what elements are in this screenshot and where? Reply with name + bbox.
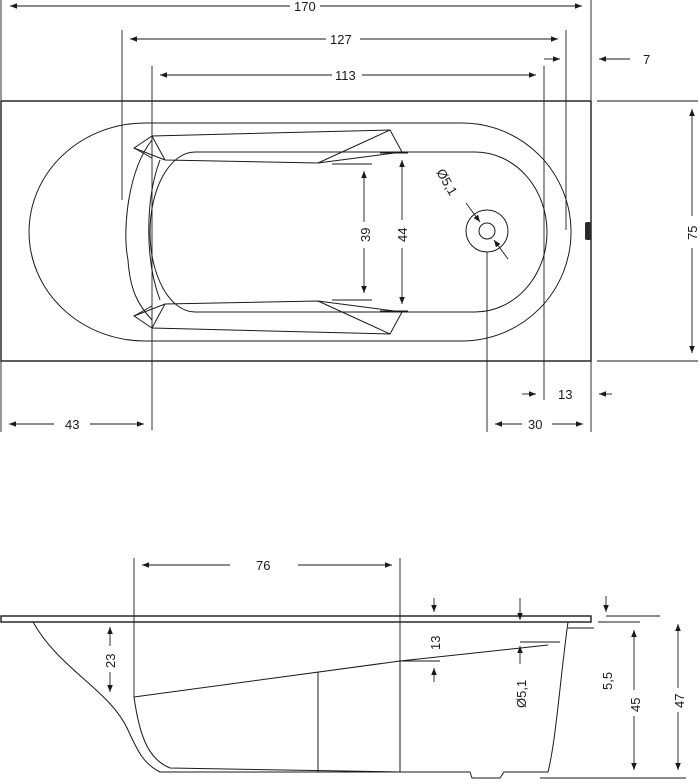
side-rim [0, 615, 592, 623]
backrest-inner-curve [148, 159, 161, 301]
top-view: 170 127 113 7 75 44 39 Ø5,1 [0, 0, 700, 432]
dim-drain-diameter: Ø5,1 [433, 166, 460, 198]
side-inner-line [133, 660, 401, 772]
dim-47: 47 [672, 694, 687, 708]
dim-127: 127 [330, 32, 352, 47]
drain-outer [465, 209, 509, 253]
dim-39: 39 [358, 228, 373, 242]
dim-45: 45 [628, 698, 643, 712]
dim-13-top: 13 [558, 387, 572, 402]
upper-armrest [132, 129, 403, 164]
dim-75: 75 [685, 226, 700, 240]
tub-outer-rim [0, 100, 592, 362]
dim-drain-diameter-side: Ø5,1 [514, 680, 529, 708]
lower-armrest [132, 300, 403, 335]
dim-23: 23 [103, 654, 118, 668]
dim-13-side: 13 [428, 636, 443, 650]
side-body-outline [32, 621, 569, 779]
dim-113: 113 [335, 68, 356, 83]
dim-5-5: 5,5 [600, 672, 615, 690]
side-view: 76 23 13 Ø5,1 5,5 45 47 [0, 558, 687, 779]
dim-76: 76 [256, 558, 270, 573]
backrest-curve [125, 139, 153, 321]
dim-170: 170 [294, 0, 316, 14]
dim-7: 7 [643, 52, 650, 67]
overflow-icon [585, 222, 591, 240]
dim-44: 44 [395, 228, 410, 242]
drain-inner [478, 222, 496, 240]
basin-outer-edge [28, 122, 572, 342]
side-bottom-curve [133, 696, 401, 773]
basin-bottom-edge [149, 151, 548, 313]
dim-30: 30 [528, 417, 542, 432]
dim-43: 43 [65, 417, 79, 432]
